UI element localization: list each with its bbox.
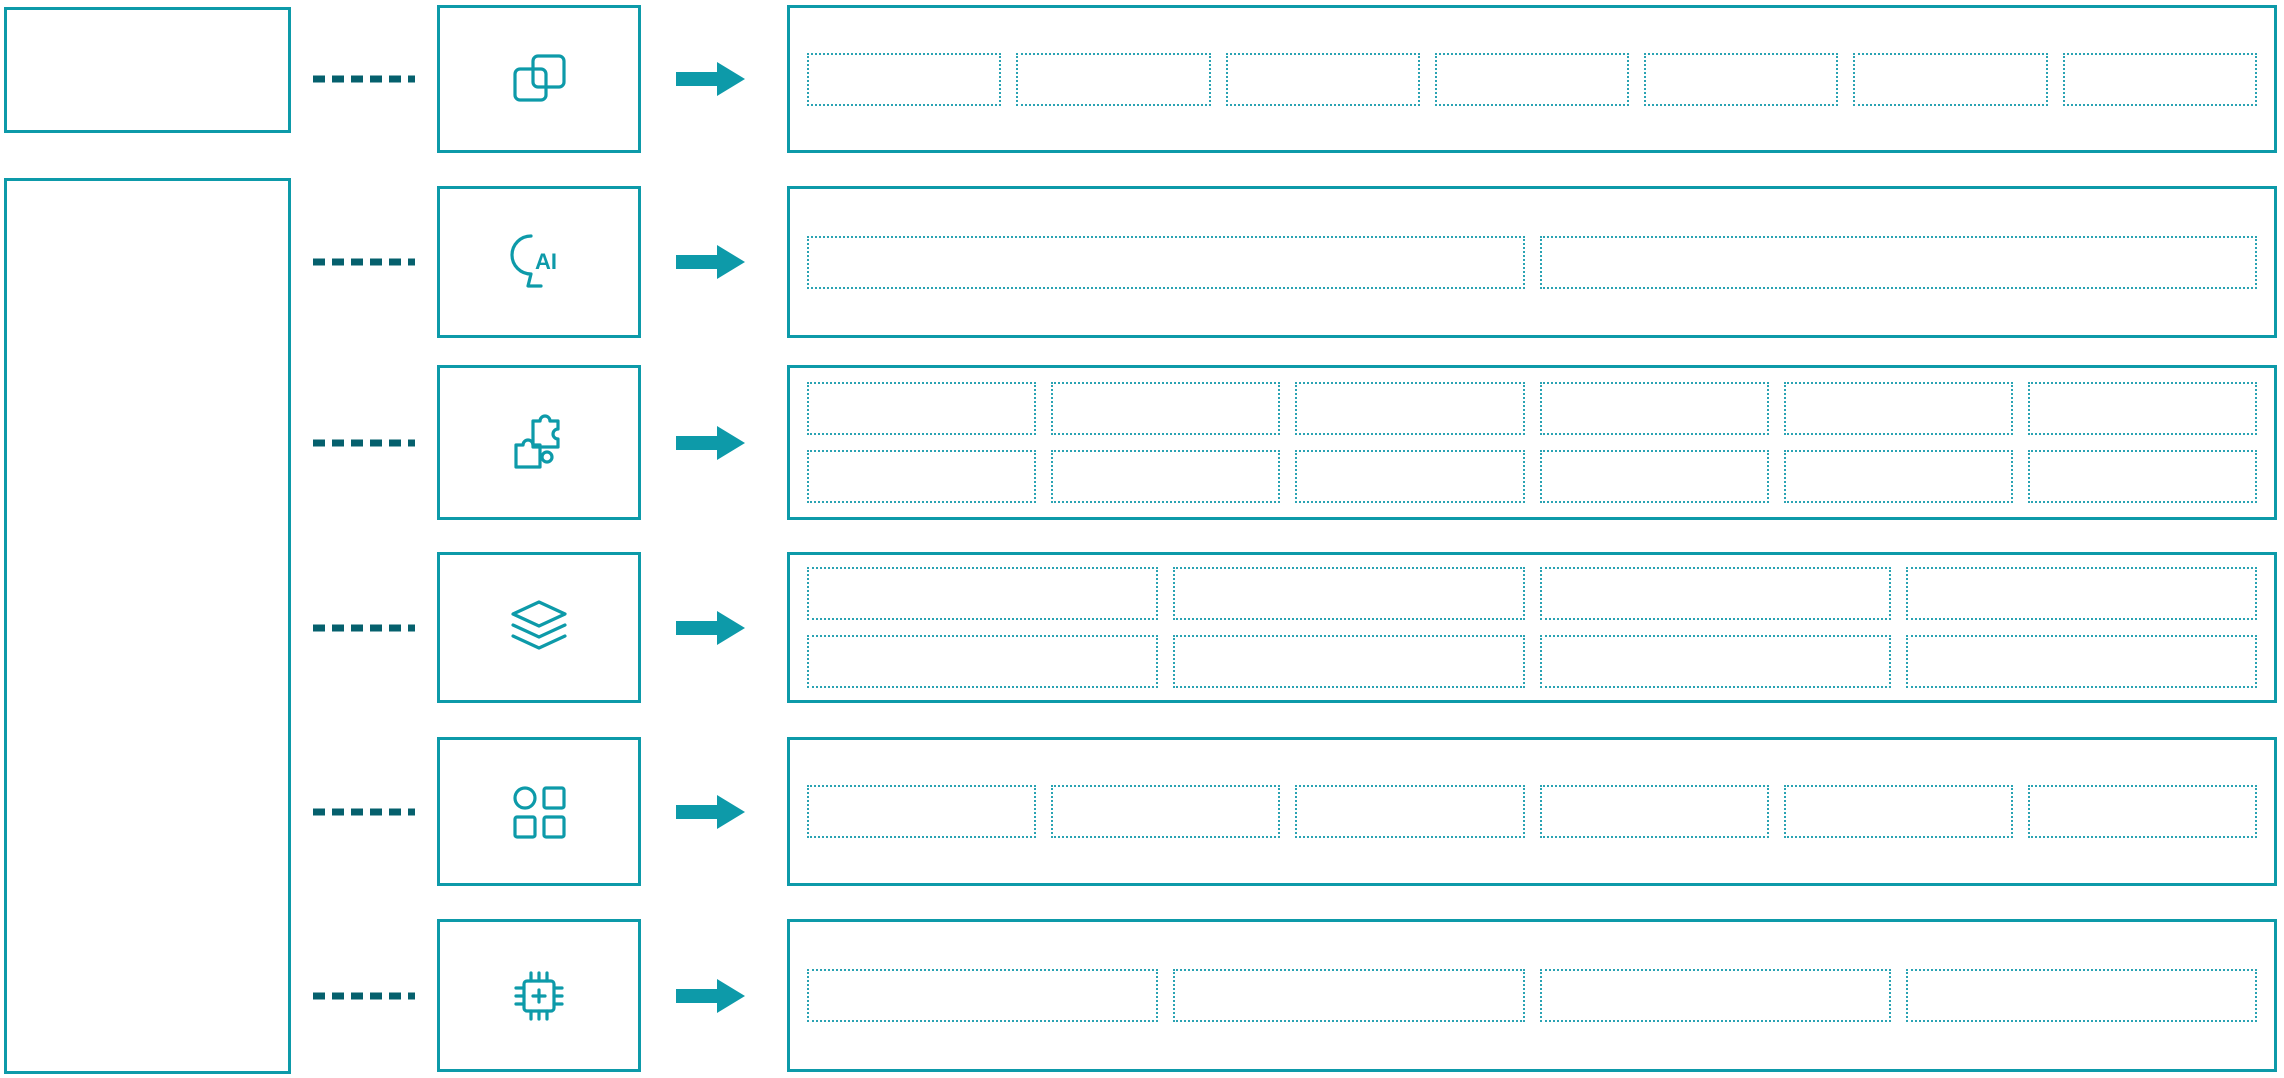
right-arrow-icon [676,244,746,280]
placeholder-box [1434,52,1630,106]
icon-box [437,919,641,1072]
placeholder-row [807,382,2258,435]
placeholder-box [1539,382,1769,435]
dashed-connector [313,258,415,266]
placeholder-box [2027,382,2258,435]
content-panel [787,186,2277,338]
placeholder-box [807,235,1525,289]
placeholder-row [807,235,2257,289]
placeholder-box [1539,450,1769,503]
dashed-connector [313,75,415,83]
left-panel-box [4,178,291,1074]
content-panel [787,552,2277,703]
dashed-connector [313,624,415,631]
icon-box [437,365,641,520]
placeholder-box [1783,785,2013,838]
placeholder-box [1539,567,1891,620]
dashed-connector [313,439,415,446]
placeholder-box [1905,635,2257,688]
placeholder-box [1173,567,1525,620]
placeholder-box [807,785,1037,838]
content-panel [787,365,2277,520]
placeholder-box [1539,785,1769,838]
content-panel [787,919,2277,1072]
ai-head-icon: AI [510,234,557,288]
placeholder-box [807,635,1159,688]
flow-row-2: AI [0,186,2284,338]
placeholder-box [1173,969,1525,1022]
placeholder-box [1051,450,1281,503]
placeholder-box [1539,969,1891,1022]
right-arrow-icon [676,794,746,830]
placeholder-box [1783,450,2013,503]
placeholder-box [1783,382,2013,435]
right-arrow-icon [676,610,746,646]
placeholder-box [2062,52,2257,106]
placeholder-row [807,450,2258,503]
puzzle-icon [514,413,560,469]
placeholder-row [807,567,2257,620]
flow-row-3 [0,365,2284,520]
content-panel [787,737,2277,886]
layers-icon [511,599,567,650]
overlap-squares-icon [513,54,566,102]
placeholder-box [807,450,1037,503]
placeholder-box [807,969,1159,1022]
placeholder-box [1853,52,2048,106]
content-panel [787,5,2277,153]
icon-box [437,5,641,153]
placeholder-box [1173,635,1525,688]
placeholder-row [807,635,2257,688]
right-arrow-icon [676,425,746,461]
top-left-box [4,7,291,133]
placeholder-box [1295,785,1525,838]
placeholder-box [1539,235,2257,289]
placeholder-box [1539,635,1891,688]
right-arrow-icon [676,61,746,97]
placeholder-box [807,52,1002,106]
placeholder-box [1905,969,2257,1022]
placeholder-box [1295,382,1525,435]
chip-plus-icon [514,970,564,1021]
placeholder-box [1905,567,2257,620]
placeholder-box [1051,785,1281,838]
placeholder-box [1016,52,1211,106]
icon-box: AI [437,186,641,338]
placeholder-box [1295,450,1525,503]
placeholder-box [2027,785,2258,838]
flow-row-4 [0,552,2284,703]
placeholder-row [807,969,2257,1022]
icon-box [437,552,641,703]
placeholder-box [807,567,1159,620]
placeholder-row [807,52,2257,106]
flow-row-5 [0,737,2284,886]
placeholder-box [1644,52,1839,106]
right-arrow-icon [676,978,746,1014]
flow-row-1 [0,5,2284,153]
ai-label: AI [535,249,557,274]
placeholder-box [807,382,1037,435]
flow-row-6 [0,919,2284,1072]
dashed-connector [313,992,415,999]
placeholder-box [2027,450,2258,503]
icon-box [437,737,641,886]
placeholder-box [1051,382,1281,435]
placeholder-row [807,785,2258,838]
placeholder-box [1225,52,1420,106]
dashed-connector [313,808,415,815]
app-grid-icon [513,785,566,839]
